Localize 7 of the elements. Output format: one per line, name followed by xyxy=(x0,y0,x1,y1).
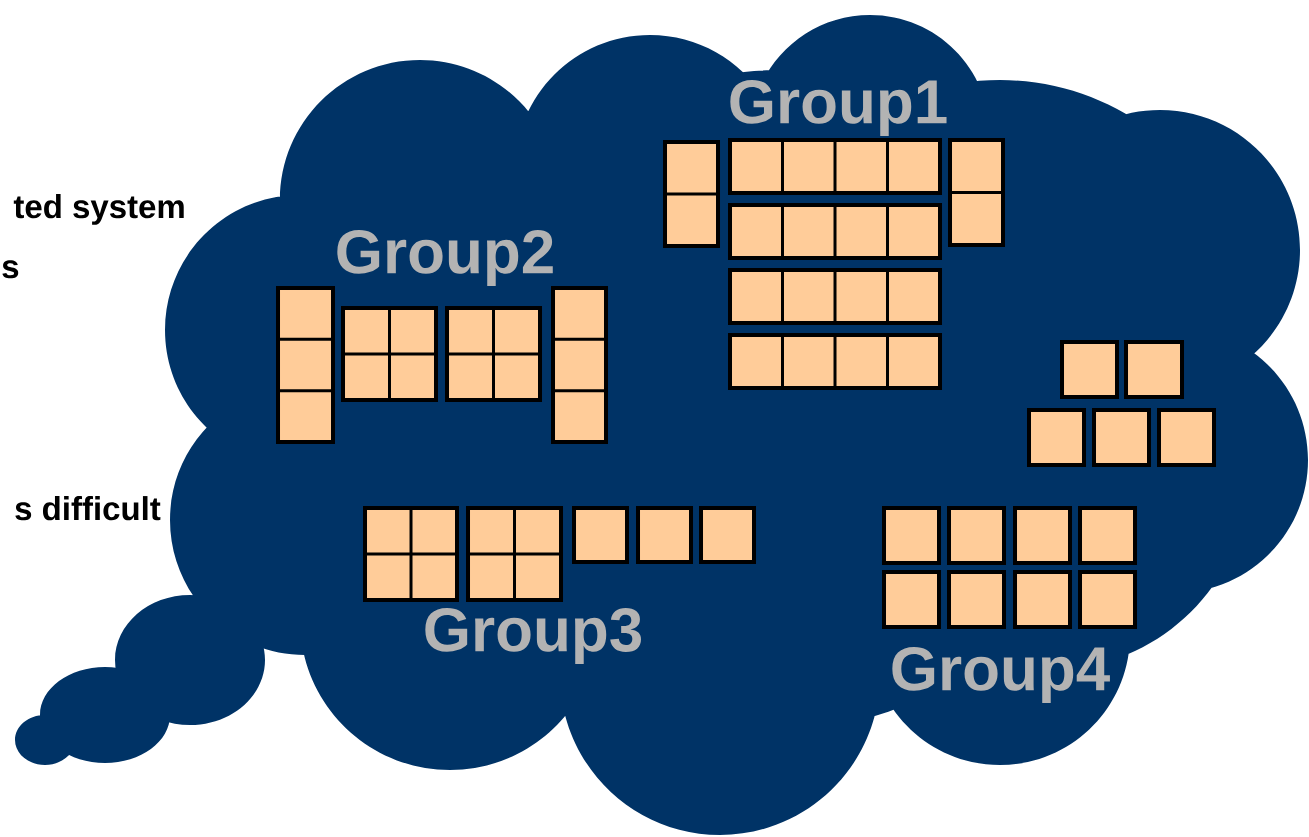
group-label: Group4 xyxy=(892,646,1110,704)
group-label: Group3 xyxy=(425,607,642,665)
group-label: Group1 xyxy=(730,79,947,137)
note-text: ted system xyxy=(13,194,184,225)
note-text: s xyxy=(2,260,19,279)
group-label: Group2 xyxy=(337,229,553,287)
note-text: s difficult xyxy=(15,496,161,521)
